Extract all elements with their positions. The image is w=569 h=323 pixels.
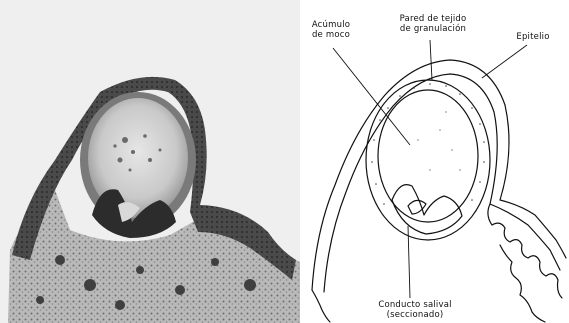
- granulation-stipple: [371, 83, 485, 205]
- leader-epithelium: [482, 45, 527, 78]
- wavy-tissue-bottom: [500, 245, 545, 322]
- granulation-wall-outer: [366, 80, 490, 240]
- micrograph: [0, 0, 300, 323]
- epithelium-outline: [312, 60, 566, 290]
- duct: [392, 185, 462, 234]
- label-epithelium: Epitelio: [506, 32, 560, 42]
- leader-wall: [430, 40, 432, 80]
- schematic: [300, 0, 569, 323]
- epithelium-inner-outline: [324, 74, 560, 292]
- label-wall: Pared de tejido de granulación: [388, 14, 478, 34]
- label-epithelium-text: Epitelio: [506, 32, 560, 42]
- label-wall-line1: Pared de tejido: [388, 14, 478, 24]
- wavy-tissue-left: [312, 290, 330, 322]
- label-wall-line2: de granulación: [388, 24, 478, 34]
- label-mucus-line1: Acúmulo: [300, 20, 362, 30]
- label-mucus: Acúmulo de moco: [300, 20, 362, 40]
- label-duct-text: Conducto salival (seccionado): [350, 300, 480, 320]
- label-duct: Conducto salival (seccionado): [350, 300, 480, 320]
- leader-mucus: [333, 48, 410, 145]
- label-mucus-line2: de moco: [300, 30, 362, 40]
